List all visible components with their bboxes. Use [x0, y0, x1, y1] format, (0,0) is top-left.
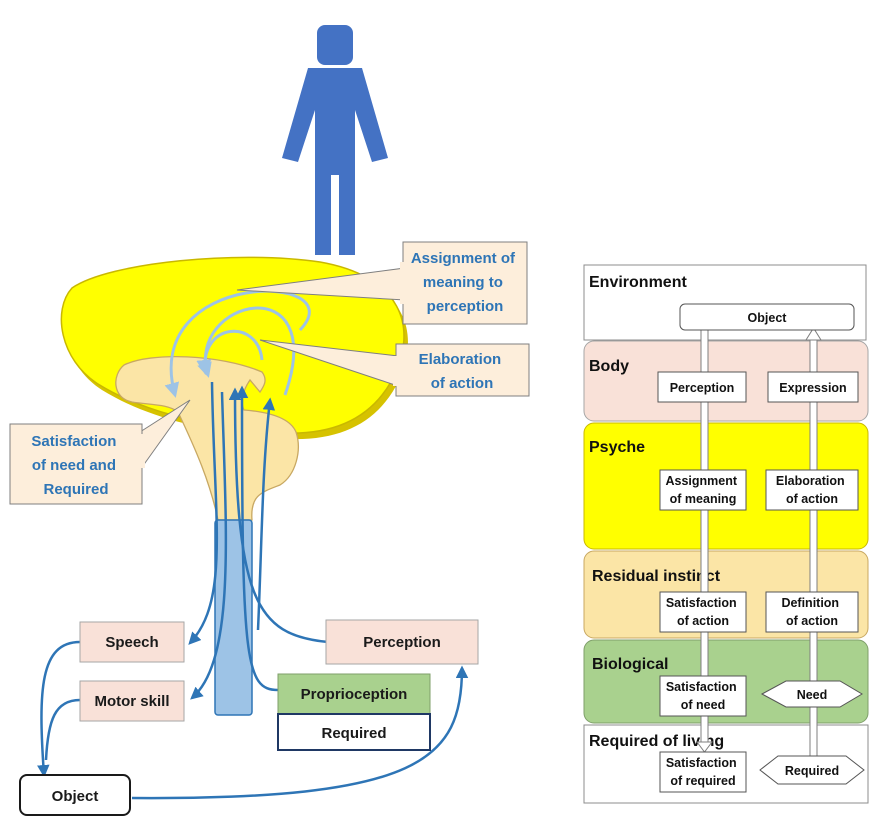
right-required-hexagon: Required — [759, 755, 865, 785]
required-box: Required — [277, 713, 431, 751]
svg-text:Definition of action: Definition of action — [781, 596, 842, 628]
svg-text:Satisfaction of required: Satisfaction of required — [666, 756, 740, 788]
right-satisfaction-action-box: Satisfaction of action — [659, 591, 747, 633]
speech-to-object-arrow — [37, 640, 81, 778]
elaboration-loop-arrow — [164, 289, 311, 398]
right-definition-action-box: Definition of action — [765, 591, 859, 633]
callout-elaboration: Elaboration of action — [259, 339, 530, 397]
svg-text:Proprioception: Proprioception — [301, 686, 408, 703]
svg-text:Object: Object — [52, 788, 99, 805]
right-object-box: Object — [679, 303, 855, 331]
svg-text:Assignment of meaning to: Assignment of meaning to perception — [411, 250, 519, 315]
svg-text:Satisfaction of need and: Satisfaction of need and Required — [31, 433, 120, 498]
right-expression-box: Expression — [767, 371, 859, 403]
callout-assignment: Assignment of meaning to perception — [236, 241, 528, 325]
object-box: Object — [19, 774, 131, 816]
motor-skill-box: Motor skill — [79, 680, 185, 722]
instinct-area-shape — [115, 356, 299, 521]
band-label-required-living: Required of living — [589, 733, 724, 750]
svg-text:Motor skill: Motor skill — [94, 693, 169, 710]
brain-illustration — [60, 256, 408, 716]
svg-text:Required: Required — [321, 725, 386, 742]
svg-text:Perception: Perception — [670, 381, 735, 395]
svg-text:Required: Required — [785, 764, 839, 778]
svg-text:Need: Need — [797, 688, 828, 702]
inner-loop-arrow — [196, 329, 264, 375]
right-satisfaction-required-box: Satisfaction of required — [659, 751, 747, 793]
object-to-perception-arrow — [131, 665, 469, 800]
svg-text:Object: Object — [748, 311, 788, 325]
right-need-diamond: Need — [760, 680, 863, 708]
callout-satisfaction: Satisfaction of need and Required — [9, 399, 191, 505]
band-label-residual: Residual instinct — [592, 568, 721, 585]
svg-text:Elaboration of action: Elaboration of action — [776, 474, 848, 506]
right-satisfaction-need-box: Satisfaction of need — [659, 675, 747, 717]
band-label-body: Body — [589, 358, 629, 375]
band-label-biological: Biological — [592, 656, 668, 673]
proprioception-box: Proprioception — [277, 673, 431, 715]
right-perception-box: Perception — [657, 371, 747, 403]
right-assignment-box: Assignment of meaning — [659, 469, 747, 511]
speech-box: Speech — [79, 621, 185, 663]
svg-text:Satisfaction of need: Satisfaction of need — [666, 680, 740, 712]
svg-text:Perception: Perception — [363, 634, 441, 651]
right-elaboration-box: Elaboration of action — [765, 469, 859, 511]
svg-text:Expression: Expression — [779, 381, 846, 395]
svg-text:Satisfaction of action: Satisfaction of action — [666, 596, 740, 628]
layer-stack: Environment Body Psyche Residual instinc… — [583, 264, 869, 804]
neural-pathway-arrows — [188, 381, 329, 700]
svg-text:Assignment of meaning: Assignment of meaning — [665, 474, 740, 506]
svg-text:Speech: Speech — [105, 634, 158, 651]
band-label-environment: Environment — [589, 274, 687, 291]
band-label-psyche: Psyche — [589, 439, 645, 456]
perception-box: Perception — [325, 619, 479, 665]
motor-to-object-arrow — [44, 698, 81, 761]
svg-text:Elaboration of action: Elaboration of action — [419, 351, 506, 392]
human-figure-icon — [282, 25, 388, 255]
